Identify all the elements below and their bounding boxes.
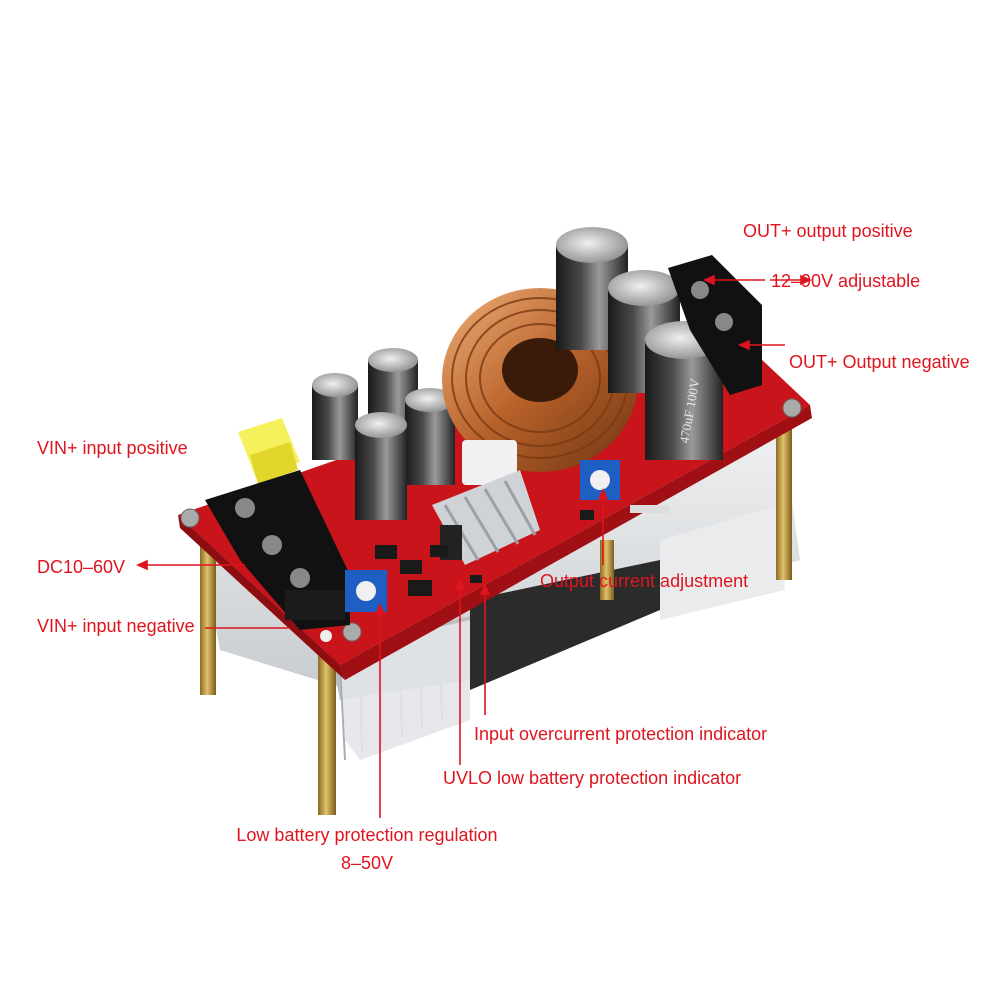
label-overcurrent-indicator: Input overcurrent protection indicator [474, 724, 768, 744]
label-uvlo-indicator: UVLO low battery protection indicator [443, 768, 742, 788]
label-vin-negative: VIN+ input negative [37, 616, 195, 636]
voltage-potentiometer [345, 570, 387, 612]
label-vin-positive: VIN+ input positive [37, 438, 188, 458]
label-current-adjust: Output current adjustment [540, 571, 749, 591]
annotation-pointers [136, 274, 812, 818]
current-potentiometer [580, 460, 620, 500]
output-terminal-block [668, 255, 762, 395]
input-capacitors [312, 348, 455, 520]
label-out-negative: OUT+ Output negative [789, 352, 970, 372]
input-terminal-block [205, 470, 350, 630]
label-low-battery-range: 8–50V [340, 853, 394, 873]
label-output-range: 12–90V adjustable [771, 271, 921, 291]
label-input-range: DC10–60V [37, 557, 126, 577]
fuse [238, 418, 300, 484]
label-out-positive: OUT+ output positive [743, 221, 913, 241]
label-low-battery-regulation: Low battery protection regulation [236, 825, 498, 845]
smd-components [375, 505, 670, 596]
